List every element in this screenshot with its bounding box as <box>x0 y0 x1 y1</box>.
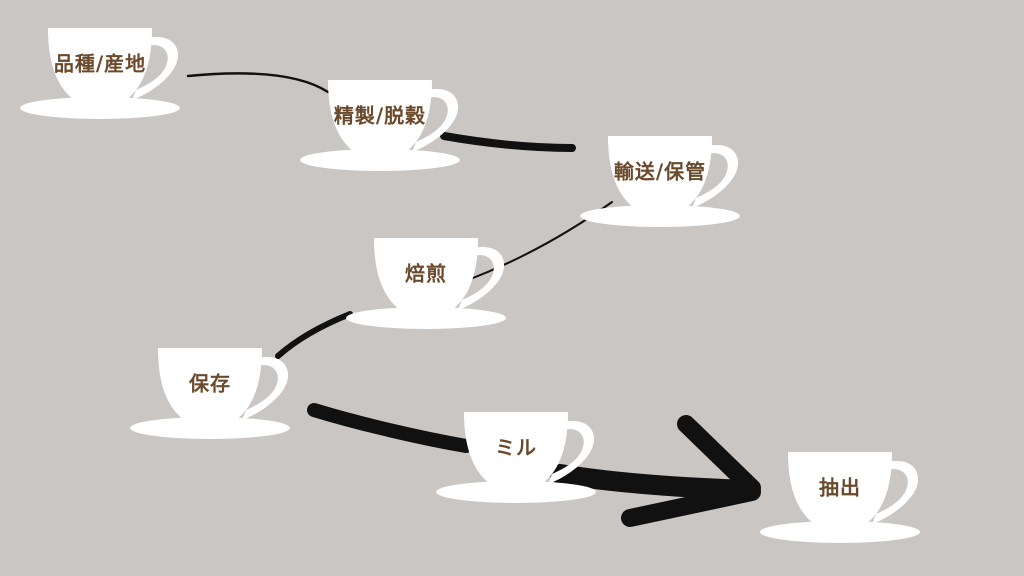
connector-storage-grinding <box>307 403 473 453</box>
step-label-storage: 保存 <box>189 371 231 396</box>
step-label-grinding: ミル <box>495 435 537 460</box>
connector-roasting-storage <box>275 311 353 359</box>
step-label-transport: 輸送/保管 <box>613 159 707 184</box>
connector-processing-transport <box>440 132 576 152</box>
connector-variety-processing <box>186 72 330 94</box>
step-label-variety: 品種/産地 <box>53 51 147 76</box>
step-label-extraction: 抽出 <box>819 475 861 500</box>
step-label-roasting: 焙煎 <box>405 261 447 286</box>
arrow-icon <box>550 415 761 527</box>
step-label-processing: 精製/脱穀 <box>333 103 427 128</box>
